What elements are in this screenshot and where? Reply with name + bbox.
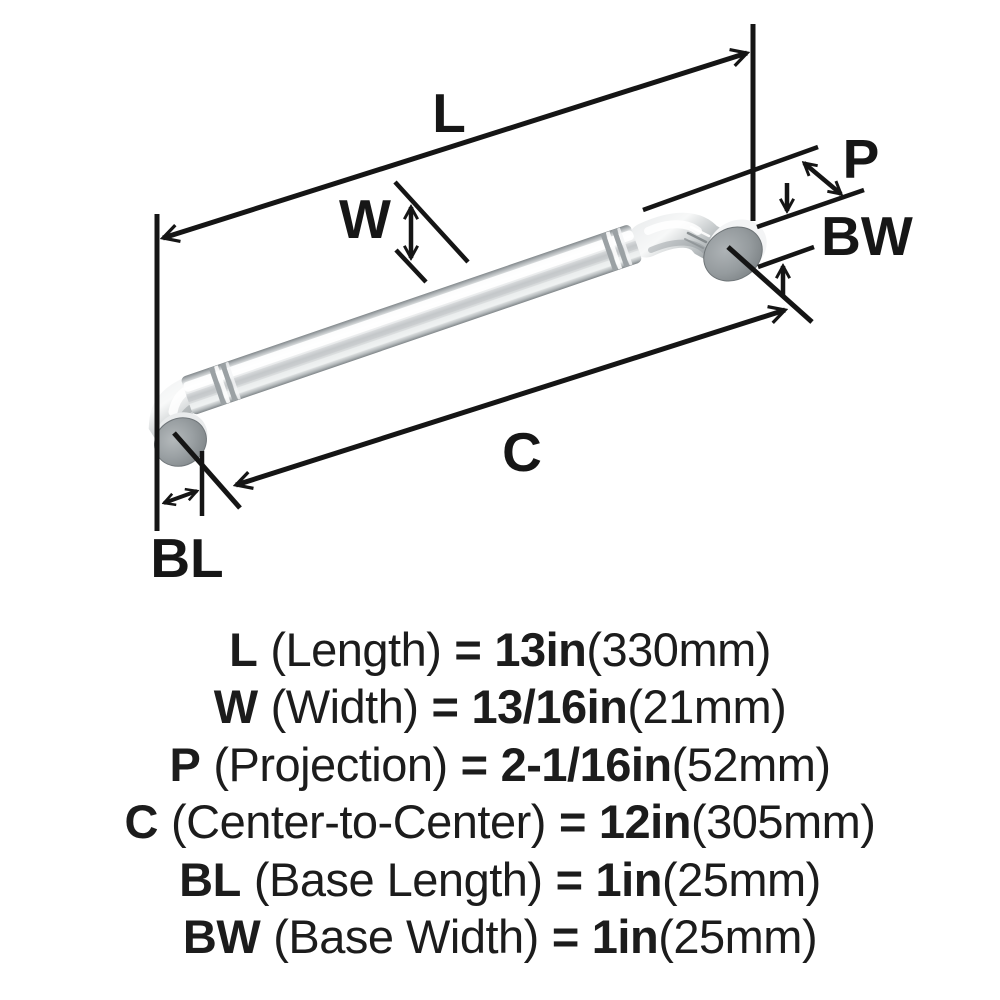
dimension-lines bbox=[154, 24, 865, 531]
tick-W-upper bbox=[393, 180, 470, 264]
spec-value: 1in bbox=[595, 852, 663, 906]
extension-line-BW bbox=[757, 244, 815, 270]
label-P: P bbox=[843, 128, 880, 190]
dimension-diagram: L W P BW C BL bbox=[148, 24, 913, 589]
spec-equals: = bbox=[454, 623, 482, 676]
tick-W-lower bbox=[394, 248, 428, 284]
extension-line-P-lower bbox=[756, 187, 865, 230]
spec-value: 13in bbox=[494, 623, 587, 676]
spec-name: (Base Length) bbox=[253, 852, 543, 906]
spec-line-P: P(Projection)=2-1/16in(52mm) bbox=[0, 736, 1000, 793]
spec-value: 1in bbox=[591, 909, 659, 963]
spec-value: 2-1/16in bbox=[500, 737, 673, 791]
label-BW: BW bbox=[821, 205, 913, 267]
spec-name: (Projection) bbox=[213, 737, 448, 791]
spec-line-BW: BW(Base Width)=1in(25mm) bbox=[0, 908, 1000, 965]
spec-metric: (21mm) bbox=[627, 680, 787, 734]
spec-metric: (305mm) bbox=[690, 795, 876, 849]
spec-line-L: L(Length)=13in(330mm) bbox=[0, 621, 1000, 678]
dimension-arrow-P bbox=[804, 163, 841, 194]
extension-line-right-diagonal bbox=[726, 245, 814, 324]
spec-abbr: W bbox=[213, 680, 258, 734]
spec-name: (Base Width) bbox=[273, 909, 539, 963]
spec-name: (Width) bbox=[270, 680, 419, 734]
label-BL: BL bbox=[150, 527, 223, 589]
spec-abbr: C bbox=[124, 795, 159, 849]
dimension-labels: L W P BW C BL bbox=[150, 82, 913, 589]
label-W: W bbox=[339, 188, 391, 250]
dimension-arrow-BL bbox=[164, 491, 197, 503]
spec-line-W: W(Width)=13/16in(21mm) bbox=[0, 678, 1000, 735]
spec-equals: = bbox=[555, 852, 583, 906]
spec-name: (Length) bbox=[270, 623, 442, 676]
dimension-line-C bbox=[236, 310, 785, 485]
spec-line-C: C(Center-to-Center)=12in(305mm) bbox=[0, 793, 1000, 850]
spec-equals: = bbox=[460, 737, 488, 791]
spec-metric: (25mm) bbox=[661, 852, 821, 906]
dimension-line-L bbox=[163, 53, 747, 238]
spec-metric: (52mm) bbox=[671, 737, 831, 791]
spec-equals: = bbox=[431, 680, 459, 734]
spec-value: 12in bbox=[598, 795, 692, 849]
extension-line-left-diagonal bbox=[172, 431, 242, 510]
spec-list: L(Length)=13in(330mm) W(Width)=13/16in(2… bbox=[0, 621, 1000, 965]
label-L: L bbox=[432, 82, 466, 144]
spec-name: (Center-to-Center) bbox=[170, 795, 546, 849]
extension-line-P-upper bbox=[642, 144, 819, 213]
spec-abbr: BW bbox=[182, 909, 261, 963]
spec-value: 13/16in bbox=[471, 680, 628, 734]
spec-equals: = bbox=[558, 795, 586, 849]
spec-abbr: BL bbox=[179, 852, 241, 906]
spec-metric: (330mm) bbox=[586, 623, 771, 676]
spec-equals: = bbox=[551, 909, 579, 963]
spec-line-BL: BL(Base Length)=1in(25mm) bbox=[0, 851, 1000, 908]
label-C: C bbox=[502, 421, 542, 483]
spec-abbr: P bbox=[169, 737, 201, 791]
spec-abbr: L bbox=[229, 623, 258, 676]
spec-metric: (25mm) bbox=[658, 909, 818, 963]
